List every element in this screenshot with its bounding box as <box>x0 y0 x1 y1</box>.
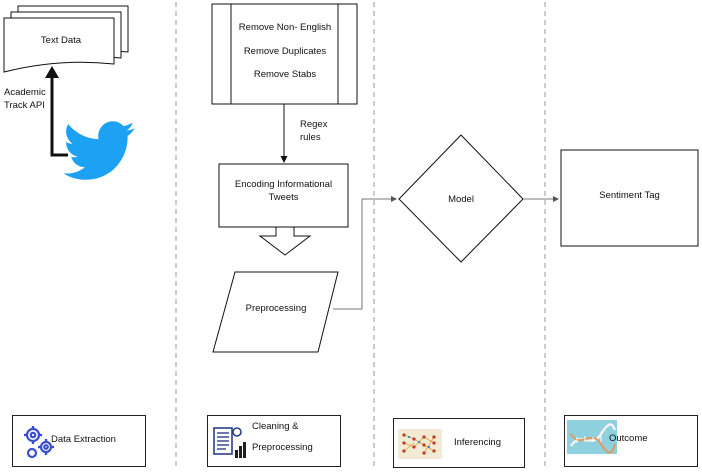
legend-cleaning-line2: Preprocessing <box>252 442 313 453</box>
legend-inferencing: Inferencing <box>393 418 525 468</box>
preprocessing-label: Preprocessing <box>245 303 307 314</box>
legend-outcome-label: Outcome <box>609 433 648 444</box>
legend-outcome: Outcome <box>564 415 698 467</box>
cleaning-process-box <box>211 3 358 105</box>
encoding-label: Encoding Informational Tweets <box>220 178 347 204</box>
neural-network-icon <box>398 429 442 459</box>
encoding-label-line1: Encoding Informational <box>234 179 333 190</box>
model-diamond <box>398 134 524 263</box>
academic-track-api-label: Academic Track API <box>4 86 74 112</box>
api-arrow <box>45 66 68 157</box>
text-data-document-stack <box>3 5 129 73</box>
legend-cleaning-preprocessing: Cleaning & Preprocessing <box>207 415 341 467</box>
regex-label-line1: Regex <box>300 119 328 130</box>
legend-cleaning-label: Cleaning & Preprocessing <box>252 420 313 454</box>
dna-helix-icon <box>567 420 617 454</box>
sentiment-tag-label: Sentiment Tag <box>599 190 660 201</box>
legend-cleaning-line1: Cleaning & <box>252 421 299 432</box>
cleaning-step-2: Remove Duplicates <box>243 46 327 57</box>
cleaning-step-1: Remove Non- English <box>238 22 332 33</box>
preprocessing-to-model-connector <box>333 196 397 310</box>
text-data-label: Text Data <box>40 35 82 46</box>
legend-data-extraction-label: Data Extraction <box>51 434 116 445</box>
legend-inferencing-label: Inferencing <box>454 437 502 448</box>
academic-label-line2: Track API <box>4 100 45 111</box>
regex-rules-label: Regex rules <box>300 118 340 144</box>
preprocessing-shape <box>212 271 339 353</box>
twitter-bird-icon <box>64 121 135 180</box>
regex-label-line2: rules <box>300 132 321 143</box>
cleaning-step-3: Remove Stabs <box>253 69 317 80</box>
gears-icon <box>24 426 54 459</box>
legend-data-extraction: Data Extraction <box>12 415 146 467</box>
encoding-box <box>218 163 349 228</box>
document-chart-icon <box>213 427 246 458</box>
block-down-arrow <box>258 226 312 256</box>
sentiment-tag-box <box>560 149 699 247</box>
academic-label-line1: Academic <box>4 87 46 98</box>
model-label: Model <box>448 194 474 205</box>
encoding-label-line2: Tweets <box>268 192 299 203</box>
